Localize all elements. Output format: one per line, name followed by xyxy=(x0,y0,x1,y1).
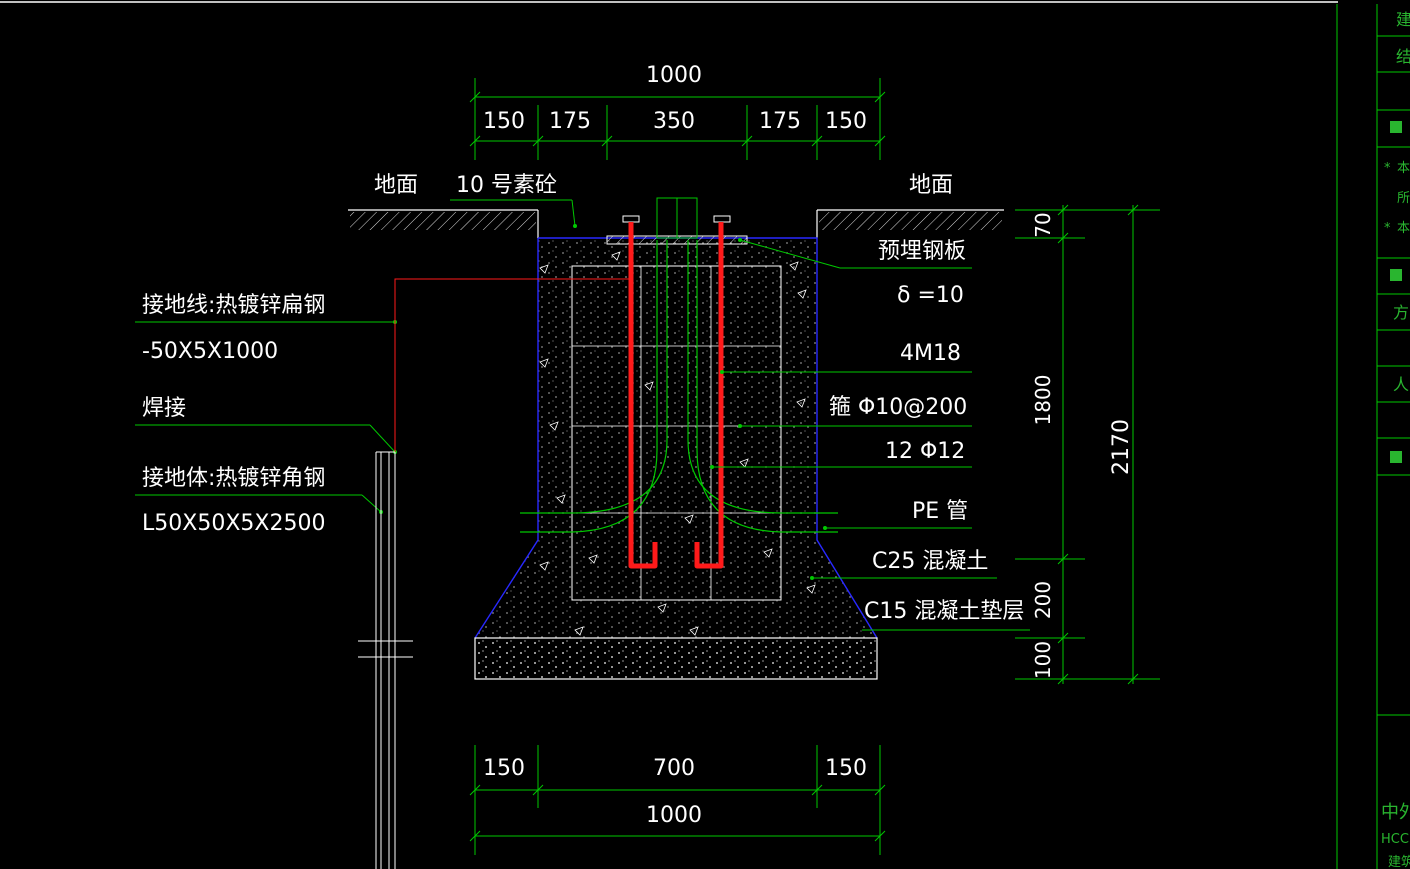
right-leaders xyxy=(450,199,1030,631)
top-dim-seg-5: 150 xyxy=(825,109,867,134)
top-dim-seg-3: 350 xyxy=(653,109,695,134)
label-c15-cushion: C15 混凝土垫层 xyxy=(864,599,1024,624)
label-anchor-bolts: 4M18 xyxy=(900,341,961,366)
label-grounding-wire-spec: -50X5X1000 xyxy=(142,339,278,364)
side-panel-item-1: 建 xyxy=(1396,10,1410,29)
top-dim-seg-1: 150 xyxy=(483,109,525,134)
label-welding: 焊接 xyxy=(142,396,186,421)
right-dim-seg-3: 200 xyxy=(1031,581,1055,619)
right-dim-seg-1: 70 xyxy=(1031,212,1055,237)
right-dim-total: 2170 xyxy=(1109,419,1134,475)
bottom-dim-total: 1000 xyxy=(646,803,702,828)
label-main-rebar: 12 Φ12 xyxy=(885,439,965,464)
label-embedded-plate: 预埋钢板 xyxy=(878,239,966,264)
bottom-dim-seg-2: 700 xyxy=(653,756,695,781)
right-dim-seg-2: 1800 xyxy=(1031,375,1055,426)
svg-text:*: * xyxy=(1384,161,1391,176)
right-dimensions xyxy=(1015,204,1160,685)
top-dim-seg-4: 175 xyxy=(759,109,801,134)
bottom-dimensions xyxy=(469,745,886,855)
label-stirrups: 箍 Φ10@200 xyxy=(829,395,967,420)
side-panel-item-3: 本 xyxy=(1397,161,1410,176)
side-panel-item-8: 中外 xyxy=(1381,802,1410,823)
label-c25-concrete: C25 混凝土 xyxy=(872,549,988,574)
grounding-assembly xyxy=(135,278,631,869)
side-panel-item-10: 建筑 xyxy=(1388,854,1410,869)
side-panel-item-2: 结 xyxy=(1396,47,1410,66)
label-ground-right: 地面 xyxy=(909,173,953,198)
label-grounding-wire-title: 接地线:热镀锌扁钢 xyxy=(142,293,325,318)
side-panel-item-5: 本 xyxy=(1397,221,1410,236)
bottom-dim-seg-1: 150 xyxy=(483,756,525,781)
foundation-body xyxy=(474,197,878,680)
label-plate-thickness: δ =10 xyxy=(897,283,964,308)
top-dim-total: 1000 xyxy=(646,63,702,88)
title-block-panel xyxy=(1336,4,1410,869)
label-ground-left: 地面 xyxy=(374,173,418,198)
label-grounding-body-spec: L50X50X5X2500 xyxy=(142,511,325,536)
ground-surface xyxy=(348,209,1004,230)
side-panel-item-4: 所 xyxy=(1397,191,1410,206)
right-dim-seg-4: 100 xyxy=(1031,641,1055,679)
side-panel-item-9: HCCI xyxy=(1381,832,1410,847)
label-grounding-body-title: 接地体:热镀锌角钢 xyxy=(142,466,325,491)
label-pe-pipe: PE 管 xyxy=(912,499,968,524)
label-concrete-top: 10 号素砼 xyxy=(456,173,557,198)
svg-text:*: * xyxy=(1384,221,1391,236)
side-panel-item-7: 人 xyxy=(1393,375,1409,394)
side-panel-item-6: 方 xyxy=(1393,303,1409,322)
top-dimensions xyxy=(469,78,886,160)
top-dim-seg-2: 175 xyxy=(549,109,591,134)
bottom-dim-seg-3: 150 xyxy=(825,756,867,781)
